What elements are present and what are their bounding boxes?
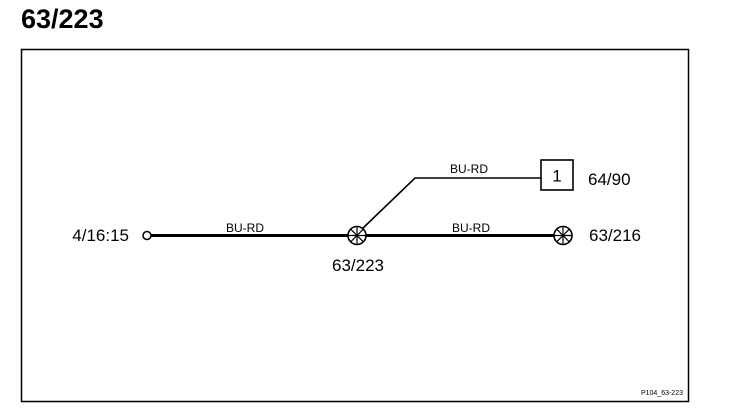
wire-left-label: BU-RD	[226, 221, 264, 235]
wire-upper-label: BU-RD	[450, 162, 488, 176]
right-splice-icon	[553, 225, 573, 246]
left-connector-label: 4/16:15	[72, 226, 129, 245]
upper-connector-box-label: 1	[552, 167, 561, 186]
center-splice-icon	[347, 225, 367, 246]
right-connector-label: 63/216	[589, 226, 641, 245]
frame-reference: P104_63-223	[641, 390, 683, 397]
upper-connector-label: 64/90	[588, 170, 631, 189]
left-terminal-icon	[142, 230, 152, 241]
wire-right-label: BU-RD	[452, 221, 490, 235]
upper-connector-box	[540, 159, 574, 191]
diagram-frame	[20, 48, 690, 403]
page-title: 63/223	[21, 4, 104, 34]
center-connector-label: 63/223	[332, 256, 384, 275]
wire-upper-line	[361, 177, 541, 230]
